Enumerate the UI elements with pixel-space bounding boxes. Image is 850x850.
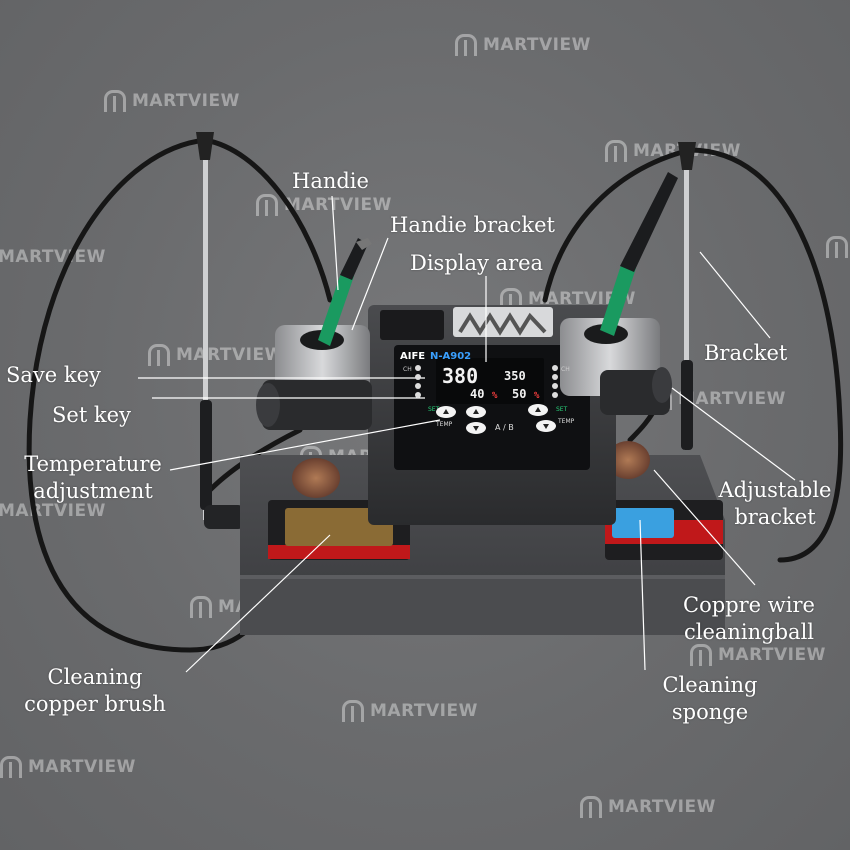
- watermark: MARTVIEW: [104, 90, 240, 112]
- watermark-logo-icon: [826, 236, 848, 258]
- label-line: sponge: [671, 700, 749, 724]
- right-soldering-handle: [600, 172, 678, 336]
- ch-label: CH: [561, 366, 570, 373]
- watermark: MARTVIEW: [0, 501, 106, 521]
- label-line: Coppre wire: [683, 593, 815, 617]
- label-line: Temperature: [24, 452, 162, 476]
- cleaning-sponge: [612, 508, 674, 538]
- down-arrow-icon: [473, 426, 479, 431]
- temp-label: TEMP: [435, 421, 453, 428]
- left-soldering-handle: [318, 238, 372, 346]
- watermark-logo-icon: [605, 140, 627, 162]
- left-power-readout: 40: [470, 387, 484, 401]
- label-adjustable-bracket: Adjustable bracket: [700, 477, 850, 531]
- label-line: adjustment: [33, 479, 153, 503]
- set-label: SET: [556, 406, 568, 413]
- label-temperature-adjustment: Temperature adjustment: [6, 451, 180, 505]
- watermark-logo-icon: [148, 344, 170, 366]
- label-copper-wire-cleaning-ball: Coppre wire cleaningball: [664, 592, 834, 646]
- watermark: MARTVIEW: [148, 344, 284, 366]
- ch-indicator-light: [415, 392, 421, 398]
- up-arrow-icon: [443, 409, 449, 414]
- left-percent-sign: %: [492, 391, 498, 401]
- ab-label: A / B: [495, 423, 514, 432]
- label-line: Cleaning: [662, 673, 758, 697]
- watermark-logo-icon: [0, 756, 22, 778]
- watermark-logo-icon: [690, 644, 712, 666]
- label-line: copper brush: [24, 692, 166, 716]
- watermark: MARTVIEW: [0, 247, 106, 267]
- temp-label: TEMP: [557, 418, 575, 425]
- left-handle-holder: [256, 325, 372, 430]
- label-cleaning-copper-brush: Cleaning copper brush: [2, 664, 188, 718]
- watermark: MARTVIEW: [455, 34, 591, 56]
- watermark: MARTVIEW: [580, 796, 716, 818]
- watermark-logo-icon: [342, 700, 364, 722]
- watermark-logo-icon: [455, 34, 477, 56]
- right-bracket: [678, 142, 696, 450]
- ch-indicator-light: [552, 383, 558, 389]
- ch-indicator-light: [415, 365, 421, 371]
- panel-details: AIFE N-A902 CH CH 380 350 40 % 50 % SET …: [400, 351, 575, 434]
- label-line: cleaningball: [683, 620, 815, 644]
- control-unit: [368, 305, 616, 525]
- right-percent-sign: %: [534, 391, 540, 401]
- annotation-lines: [138, 195, 796, 673]
- set-label: SET: [428, 406, 440, 413]
- right-power-readout: 50: [512, 387, 526, 401]
- label-line: Cleaning: [47, 665, 143, 689]
- display-area: [436, 358, 544, 404]
- right-temperature-readout: 350: [504, 369, 526, 383]
- handle-cables: [26, 137, 844, 653]
- ch-indicator-light: [552, 365, 558, 371]
- up-arrow-icon: [473, 409, 479, 414]
- left-bracket: [196, 132, 244, 529]
- label-cleaning-sponge: Cleaning sponge: [640, 672, 780, 726]
- left-copper-wire-ball: [292, 458, 340, 498]
- up-arrow-icon: [535, 407, 541, 412]
- right-handle-holder: [560, 318, 672, 415]
- label-line: Adjustable: [718, 478, 832, 502]
- cleaning-copper-brush: [285, 508, 393, 546]
- watermark: MARTVIEW: [826, 236, 850, 258]
- watermark-logo-icon: [256, 194, 278, 216]
- model-label: N-A902: [430, 351, 471, 362]
- watermark: MARTVIEW: [690, 644, 826, 666]
- brand-label: AIFE: [400, 351, 425, 362]
- label-line: bracket: [734, 505, 816, 529]
- watermark-logo-icon: [104, 90, 126, 112]
- watermark: MARTVIEW: [342, 700, 478, 722]
- ch-label: CH: [403, 366, 412, 373]
- down-arrow-icon: [543, 424, 549, 429]
- label-handle: Handie: [292, 169, 369, 193]
- watermark-logo-icon: [500, 288, 522, 310]
- label-display-area: Display area: [410, 251, 544, 275]
- label-bracket: Bracket: [704, 341, 788, 365]
- watermark-logo-icon: [580, 796, 602, 818]
- watermark: MARTVIEW: [256, 194, 392, 216]
- ch-indicator-light: [415, 374, 421, 380]
- label-set-key: Set key: [52, 403, 131, 427]
- ch-indicator-light: [415, 383, 421, 389]
- label-save-key: Save key: [6, 363, 101, 387]
- right-copper-wire-ball: [606, 441, 650, 479]
- ch-indicator-light: [552, 392, 558, 398]
- ch-indicator-light: [552, 374, 558, 380]
- label-handle-bracket: Handie bracket: [390, 213, 555, 237]
- watermark-logo-icon: [190, 596, 212, 618]
- watermark: MARTVIEW: [0, 756, 136, 778]
- left-temperature-readout: 380: [442, 364, 478, 388]
